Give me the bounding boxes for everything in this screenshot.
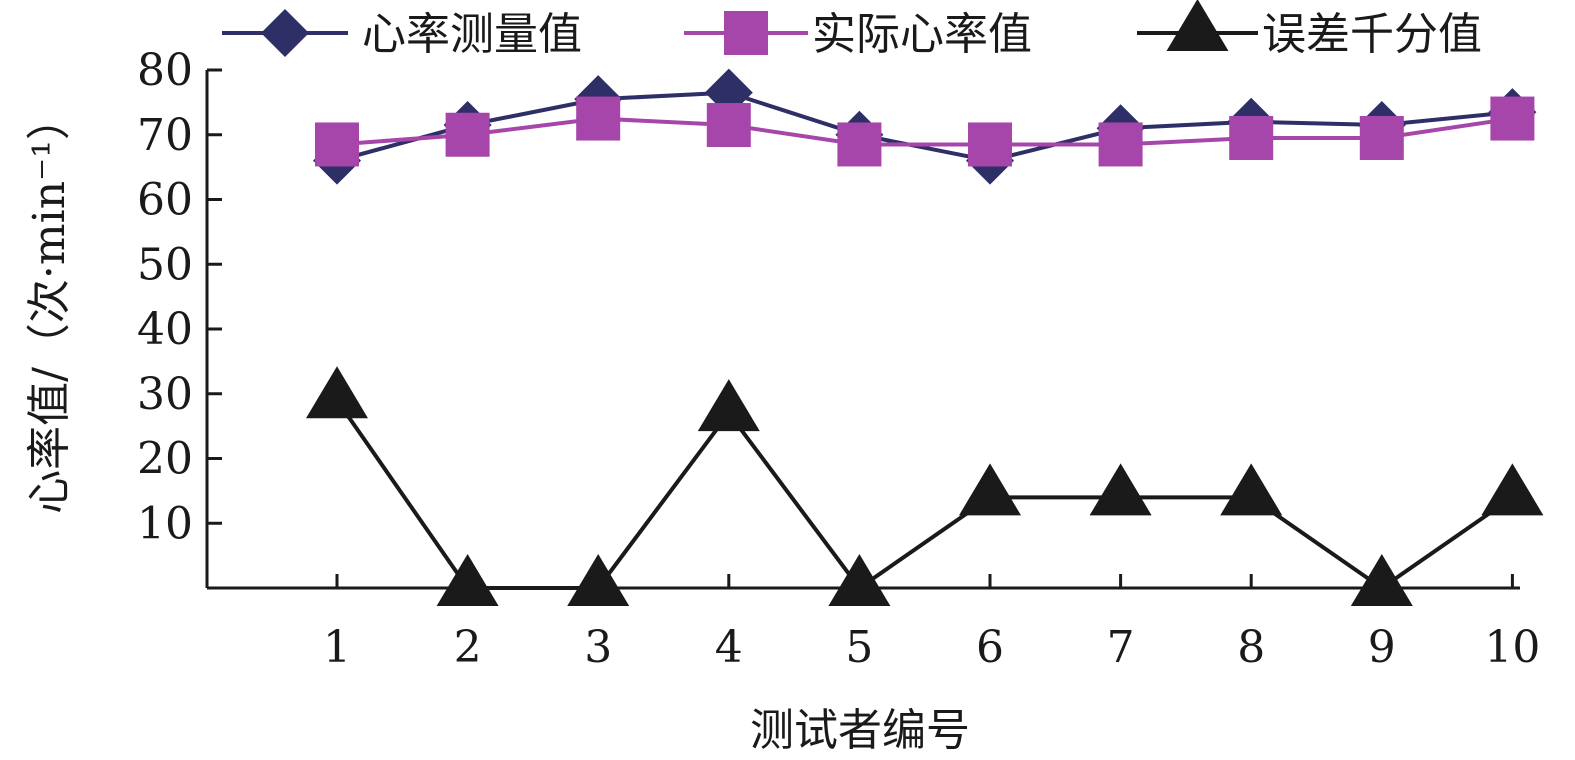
y-tick-label: 80	[137, 45, 193, 96]
x-axis-label: 测试者编号	[750, 705, 970, 756]
y-tick-label: 70	[137, 110, 193, 161]
series-3	[306, 366, 1544, 606]
x-tick-label: 4	[715, 622, 743, 673]
ticks: 10 20 30 40 50 60 70 80 1 2 3 4 5 6 7 8 9 10	[137, 45, 1540, 673]
y-tick-label: 60	[137, 175, 193, 226]
legend-marker	[1166, 0, 1229, 51]
data-point	[1490, 96, 1535, 141]
data-point	[1089, 463, 1152, 516]
x-tick-label: 9	[1368, 622, 1396, 673]
data-point	[1220, 463, 1283, 516]
data-point	[1229, 115, 1274, 160]
x-tick-label: 8	[1237, 622, 1265, 673]
legend-marker	[724, 11, 768, 55]
y-tick-label: 50	[137, 239, 193, 290]
x-tick-label: 7	[1107, 622, 1135, 673]
x-tick-label: 3	[584, 622, 612, 673]
data-point	[315, 122, 359, 167]
data-point	[445, 112, 490, 157]
series-line	[336, 116, 1513, 147]
legend-label: 心率测量值	[362, 9, 582, 60]
y-tick-label: 40	[137, 304, 193, 355]
legend-item: 误差千分值	[1137, 0, 1482, 60]
x-tick-label: 5	[845, 622, 873, 673]
y-tick-label: 30	[137, 369, 193, 420]
series-line	[336, 90, 1513, 163]
data-point	[697, 379, 760, 432]
data-point	[306, 366, 368, 419]
x-tick-label: 6	[976, 622, 1004, 673]
series-layer	[306, 68, 1544, 606]
series-2	[315, 96, 1535, 167]
legend: 心率测量值 实际心率值 误差千分值	[222, 0, 1482, 60]
data-point	[959, 463, 1021, 516]
x-tick-label: 10	[1484, 622, 1540, 673]
series-line	[335, 399, 1514, 591]
data-point	[576, 96, 621, 141]
legend-label: 误差千分值	[1262, 9, 1482, 60]
y-axis-label: 心率值/（次·min⁻¹）	[24, 96, 75, 514]
x-tick-label: 1	[323, 622, 351, 673]
y-tick-label: 10	[137, 498, 193, 549]
data-point	[1359, 115, 1404, 160]
legend-item: 心率测量值	[222, 9, 582, 60]
y-tick-label: 20	[137, 434, 193, 485]
data-point	[706, 103, 751, 148]
series-1	[313, 68, 1537, 185]
x-tick-label: 2	[454, 622, 482, 673]
legend-marker	[261, 9, 309, 57]
data-point	[1481, 463, 1544, 516]
data-point	[1098, 122, 1143, 167]
legend-item: 实际心率值	[684, 9, 1032, 60]
data-point	[968, 122, 1012, 167]
data-point	[837, 122, 882, 167]
legend-label: 实际心率值	[812, 9, 1032, 60]
